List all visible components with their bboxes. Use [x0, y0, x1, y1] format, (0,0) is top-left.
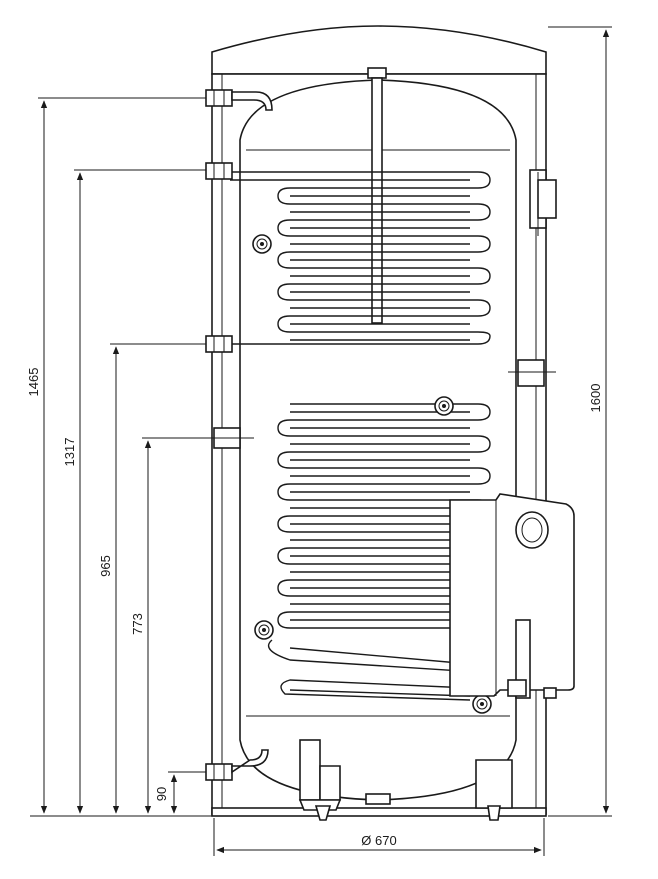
dimension-965: 965 — [98, 343, 206, 814]
sensor-sleeves — [252, 234, 492, 714]
dimension-1465: 1465 — [26, 97, 206, 814]
label-height-1317: 1317 — [62, 438, 77, 467]
dimension-1317: 1317 — [62, 169, 206, 814]
label-diameter: Ø 670 — [361, 833, 396, 848]
label-height-1465: 1465 — [26, 368, 41, 397]
dimension-total-height: 1600 — [548, 26, 612, 817]
label-height-90: 90 — [154, 787, 169, 801]
left-connections — [205, 89, 273, 781]
dimension-773: 773 — [130, 437, 214, 814]
dimension-90: 90 — [154, 771, 206, 814]
dimension-diameter: Ø 670 — [213, 818, 545, 856]
label-height-773: 773 — [130, 613, 145, 635]
label-height-965: 965 — [98, 555, 113, 577]
heater-flange-box — [449, 493, 575, 699]
anode-rod — [367, 67, 387, 324]
label-height-total: 1600 — [588, 384, 603, 413]
upper-coil — [230, 171, 491, 345]
right-connections — [508, 169, 557, 387]
feet-and-drain — [298, 739, 513, 821]
